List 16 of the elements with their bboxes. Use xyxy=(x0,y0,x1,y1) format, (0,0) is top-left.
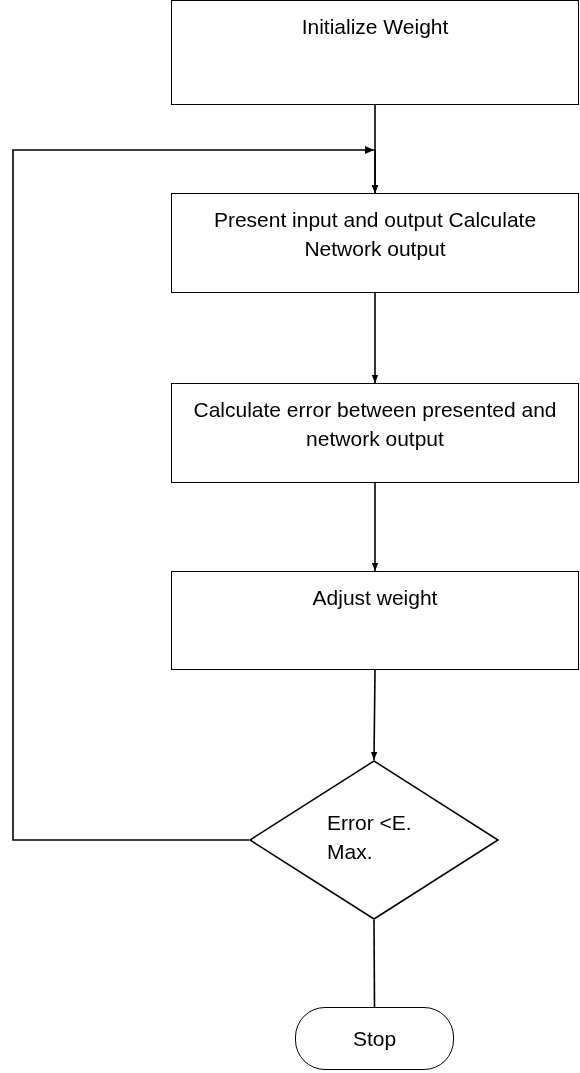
process-box xyxy=(171,0,579,105)
node-label: Present input and output Calculate Network output xyxy=(212,207,538,262)
decision-diamond xyxy=(249,760,499,920)
node-label: Adjust weight xyxy=(312,585,438,611)
node-label: Calculate error between presented and network output xyxy=(192,397,558,452)
process-box xyxy=(171,383,579,483)
arrow xyxy=(371,482,379,572)
arrow xyxy=(370,669,378,761)
arrow xyxy=(371,292,379,384)
process-box xyxy=(171,571,579,670)
arrow xyxy=(12,146,379,841)
node-label: Error <E. Max. xyxy=(327,810,413,865)
terminal-capsule xyxy=(295,1007,454,1070)
node-label: Initialize Weight xyxy=(301,14,449,40)
process-box xyxy=(171,193,579,293)
node-label: Stop xyxy=(352,1026,397,1052)
